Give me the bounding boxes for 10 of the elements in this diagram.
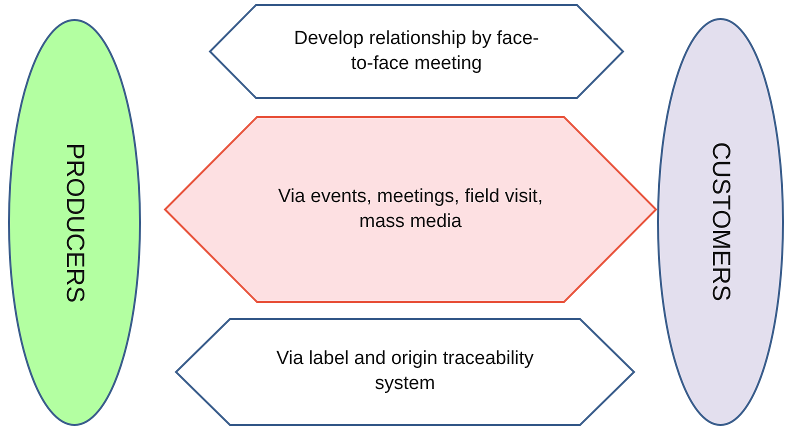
ellipse-shape bbox=[8, 19, 141, 426]
hexagon-shape bbox=[164, 116, 657, 303]
node-label: CUSTOMERS bbox=[706, 142, 735, 302]
node-label: Via label and origin traceability system bbox=[275, 347, 535, 396]
ellipse-shape bbox=[657, 18, 784, 426]
node-label: Develop relationship by face-to-face meeting bbox=[292, 26, 540, 76]
node-label: PRODUCERS bbox=[60, 142, 89, 302]
hexagon-shape bbox=[209, 4, 624, 99]
hexagon-shape bbox=[175, 318, 635, 426]
node-label: Via events, meetings, field visit, mass media bbox=[277, 184, 544, 234]
